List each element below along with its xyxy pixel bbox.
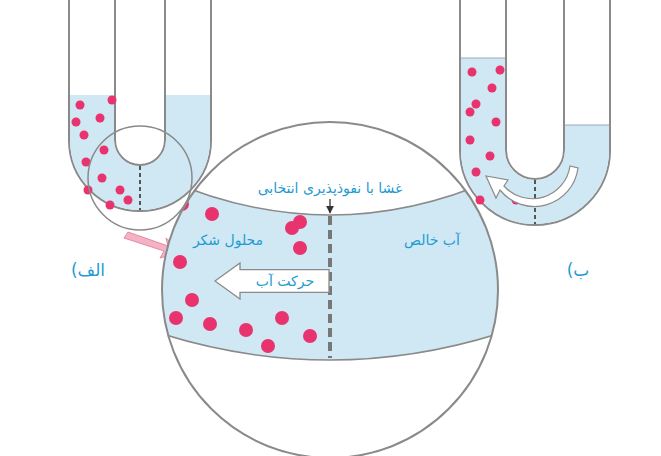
sugar-dot [275,311,289,325]
sugar-dot [239,323,253,337]
sugar-dot [108,96,117,105]
part-label: آب خالص [404,232,460,249]
sugar-dot [293,241,307,255]
arrow-label: حرکت آب [256,273,314,290]
sugar-dot [205,207,219,221]
sugar-dot [96,114,105,123]
sugar-dot [106,201,115,210]
u-tube-a [72,0,193,230]
u-tube-b [461,0,609,224]
sugar-dot [261,339,275,353]
panel-label: ب) [567,260,590,280]
sugar-dot [98,174,107,183]
sugar-dot [472,100,481,109]
sugar-dot [466,136,475,145]
sugar-dot [203,317,217,331]
magnified-view [150,110,510,456]
sugar-dot [169,311,183,325]
sugar-dot [486,152,495,161]
arrow-outline [215,263,329,299]
sugar-dot [488,84,497,93]
sugar-dot [303,329,317,343]
sugar-dot [293,215,307,229]
sugar-dot [116,186,125,195]
sugar-dot [185,293,199,307]
sugar-dot [72,118,81,127]
part-label: محلول شکر [193,232,263,249]
sugar-dot [173,255,187,269]
sugar-dot [496,66,505,75]
part-label: غشا با نفوذپذیری انتخابی [258,180,403,197]
sugar-dot [492,118,501,127]
sugar-dot [124,196,133,205]
sugar-dot [468,68,477,77]
panel-label: الف) [71,260,105,280]
sugar-dot [466,108,475,117]
flow-arrow: حرکت آب [214,262,330,300]
sugar-dot [472,168,481,177]
sugar-dot [476,196,485,205]
sugar-dot [80,131,89,140]
sugar-dot [76,101,85,110]
sugar-dot [100,146,109,155]
